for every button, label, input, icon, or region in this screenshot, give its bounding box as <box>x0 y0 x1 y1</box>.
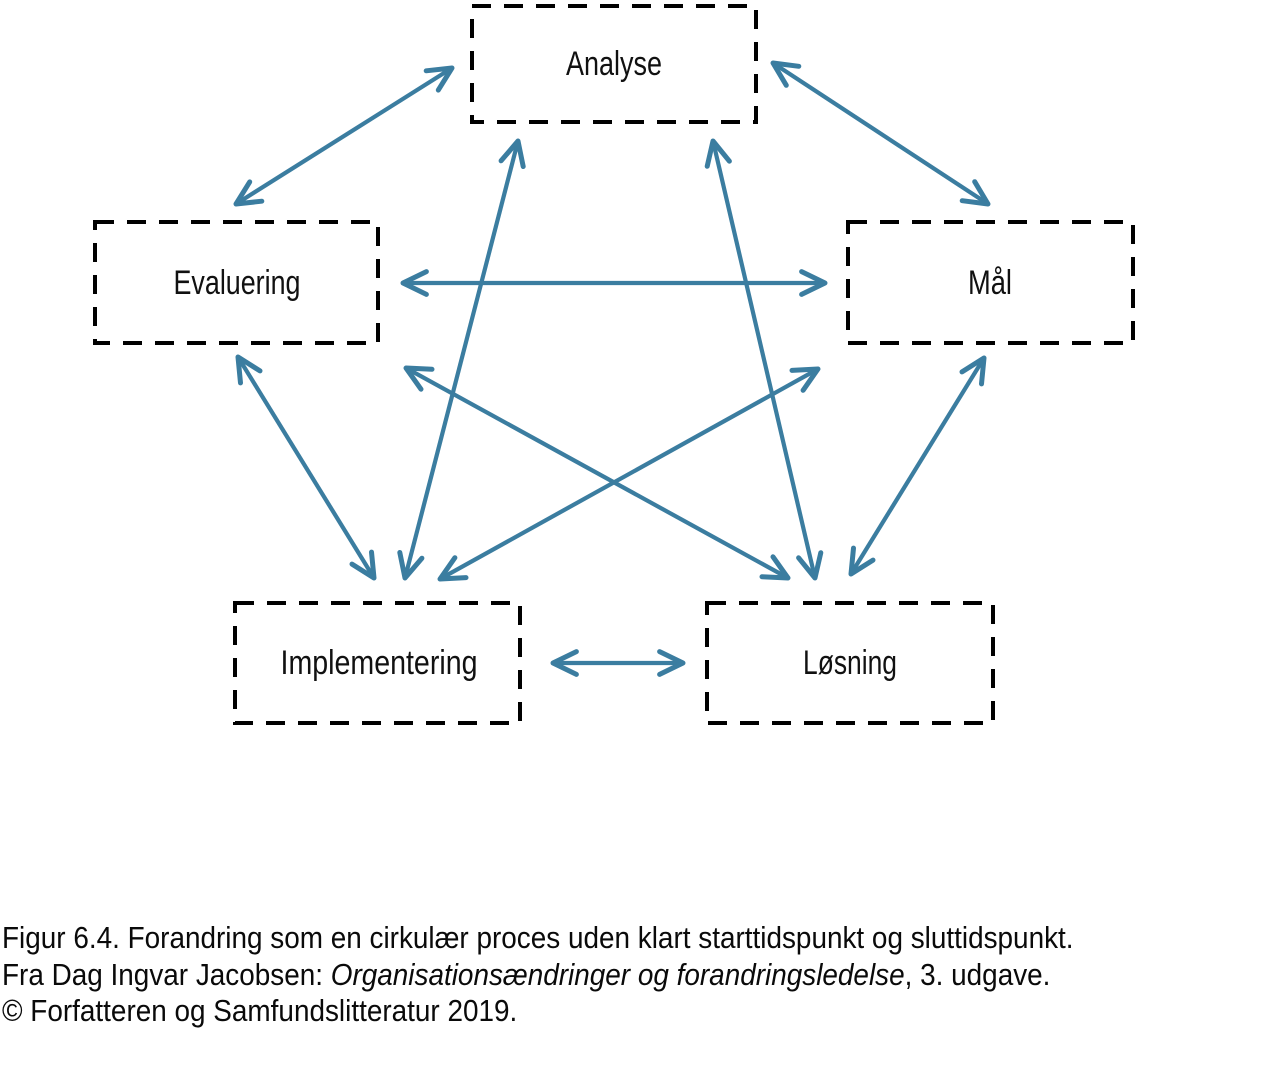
node-loesning: Løsning <box>705 601 995 725</box>
arrow-analyse-maal <box>770 60 991 207</box>
node-box-implementering <box>233 601 522 725</box>
arrowhead-icon <box>423 65 455 93</box>
arrowhead-icon <box>959 179 991 207</box>
arrow-analyse-evaluering <box>233 65 455 207</box>
node-box-analyse <box>470 4 758 124</box>
node-box-maal <box>846 220 1135 345</box>
arrowhead-icon <box>235 354 263 386</box>
arrow-shaft-evaluering-implementering <box>236 355 376 580</box>
arrowhead-icon <box>400 269 429 297</box>
arrowhead-icon <box>498 138 526 169</box>
arrow-analyse-loesning <box>704 138 824 581</box>
figure-caption-title: Figur 6.4. Forandring som en cirkulær pr… <box>2 920 1074 955</box>
arrowhead-icon <box>796 550 824 581</box>
node-maal: Mål <box>846 220 1135 345</box>
arrowhead-icon <box>789 366 821 393</box>
figure-caption-copyright: © Forfatteren og Samfundslitteratur 2019… <box>2 993 518 1029</box>
figure-caption-source: Fra Dag Ingvar Jacobsen: Organisationsæn… <box>2 957 1158 994</box>
caption-source-suffix: , 3. udgave. <box>904 956 1051 992</box>
caption-source-book-title: Organisationsændringer og forandringsled… <box>330 956 905 992</box>
arrowhead-icon <box>403 365 435 392</box>
arrow-maal-implementering <box>437 366 821 582</box>
arrowhead-icon <box>770 60 802 88</box>
arrowhead-icon <box>349 549 377 581</box>
arrow-shaft-analyse-loesning <box>710 140 818 579</box>
arrowhead-icon <box>437 555 469 582</box>
node-evaluering: Evaluering <box>93 220 380 345</box>
node-analyse: Analyse <box>470 4 758 124</box>
node-label-evaluering: Evaluering <box>174 264 301 302</box>
caption-source-prefix: Fra Dag Ingvar Jacobsen: <box>2 956 331 992</box>
arrow-evaluering-maal <box>400 269 828 297</box>
arrowhead-icon <box>799 269 828 297</box>
arrow-shaft-analyse-implementering <box>402 140 521 579</box>
arrow-evaluering-implementering <box>235 354 377 581</box>
arrowhead-icon <box>657 649 686 677</box>
arrows-layer <box>233 60 991 677</box>
arrowhead-icon <box>759 554 791 581</box>
arrowhead-icon <box>233 179 265 207</box>
node-label-analyse: Analyse <box>566 45 662 83</box>
arrow-maal-loesning <box>848 355 987 577</box>
arrow-shaft-maal-implementering <box>438 367 820 581</box>
node-label-maal: Mål <box>968 264 1012 302</box>
arrow-shaft-maal-loesning <box>849 356 986 576</box>
node-label-loesning: Løsning <box>803 644 897 682</box>
node-label-implementering: Implementering <box>281 644 478 682</box>
arrowhead-icon <box>959 355 987 387</box>
node-implementering: Implementering <box>233 601 522 725</box>
arrow-implementering-loesning <box>550 649 686 677</box>
node-box-loesning <box>705 601 995 725</box>
arrow-shaft-analyse-maal <box>771 61 990 206</box>
arrowhead-icon <box>704 138 732 169</box>
arrowhead-icon <box>550 649 579 677</box>
diagram-canvas: Analyse Evaluering Mål Implementering Lø… <box>93 4 1135 725</box>
arrow-shaft-analyse-evaluering <box>234 66 454 206</box>
arrow-shaft-evaluering-loesning <box>404 366 790 580</box>
arrowhead-icon <box>848 545 876 577</box>
arrow-analyse-implementering <box>397 138 526 581</box>
arrow-evaluering-loesning <box>403 365 791 581</box>
arrowhead-icon <box>397 550 425 581</box>
figure-caption: Figur 6.4. Forandring som en cirkulær pr… <box>2 920 1158 1030</box>
node-box-evaluering <box>93 220 380 345</box>
